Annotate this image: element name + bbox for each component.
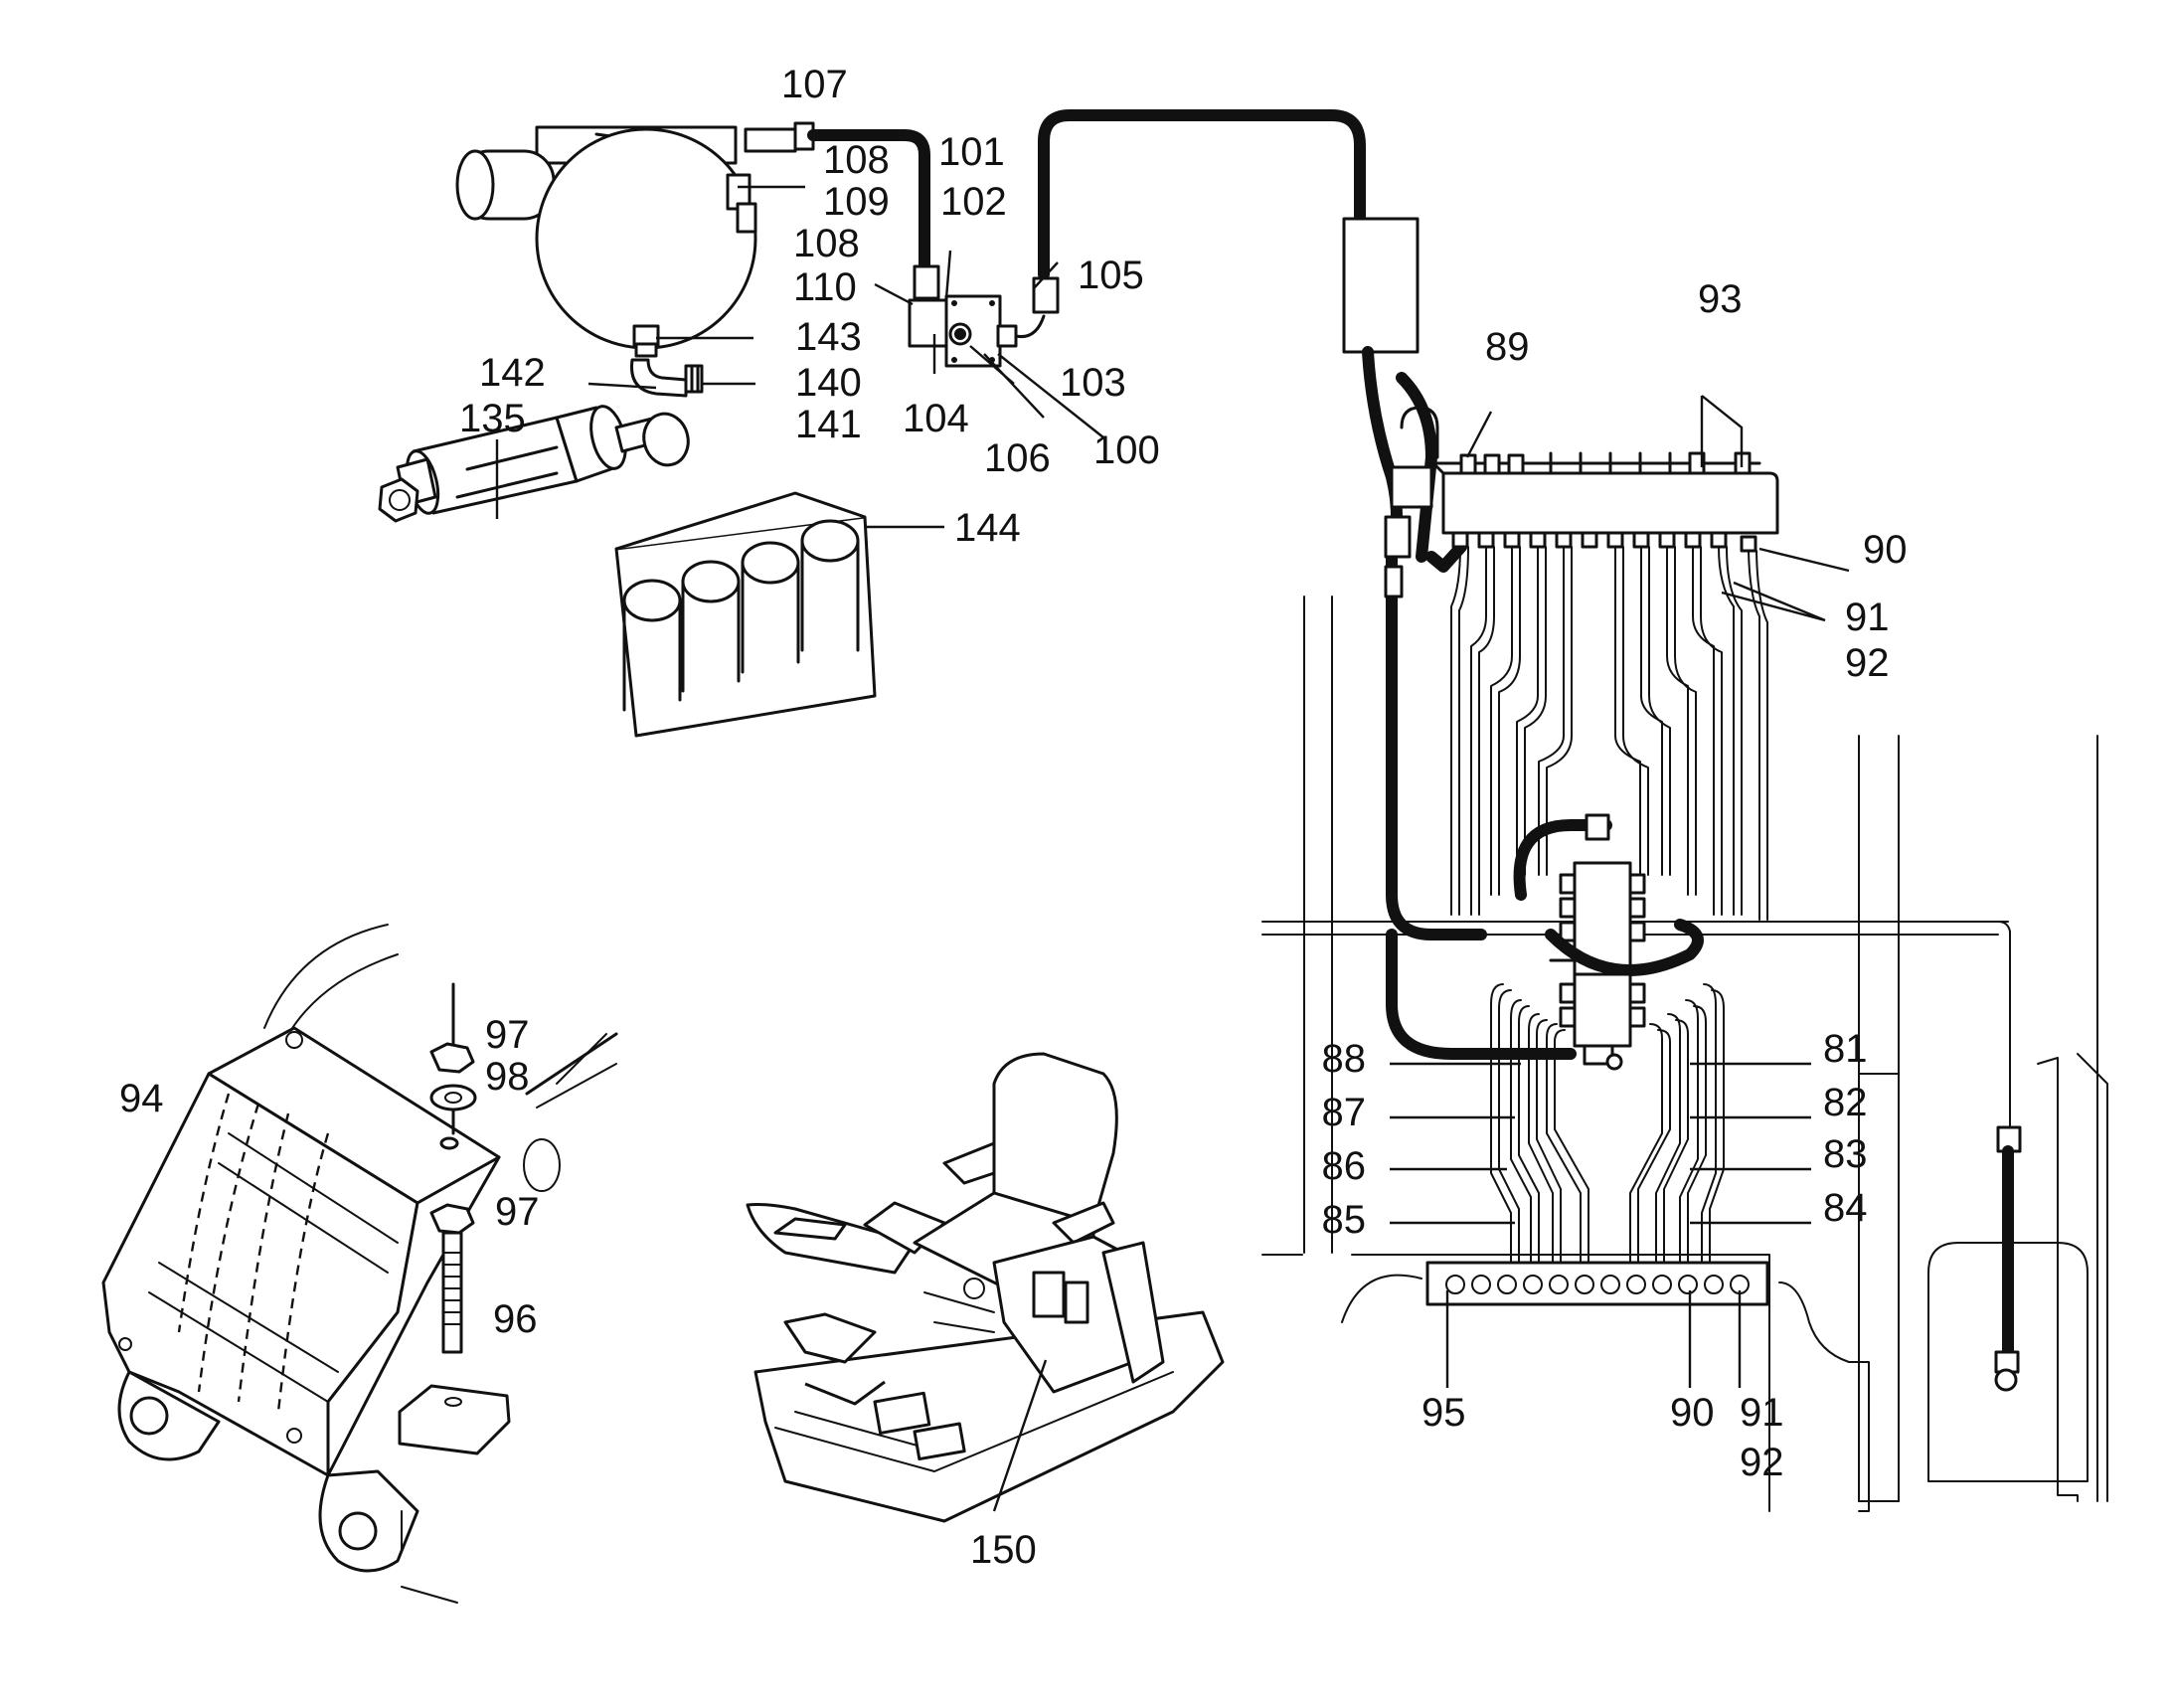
cylinder-135: [378, 405, 690, 523]
accumulator-assembly: [455, 121, 815, 398]
manifold-upper: [1431, 451, 1779, 553]
manifold-fittings-bottom: [1451, 531, 1757, 553]
control-unit: [1342, 217, 1577, 1060]
callout-96: 96: [493, 1297, 538, 1341]
callout-91: 91: [1740, 1391, 1784, 1435]
callout-98: 98: [485, 1055, 530, 1099]
callout-92: 92: [1845, 641, 1890, 685]
callout-86: 86: [1322, 1144, 1367, 1188]
callout-143: 143: [795, 315, 862, 359]
callout-92: 92: [1740, 1441, 1784, 1484]
callout-81: 81: [1823, 1027, 1868, 1071]
callout-142: 142: [479, 351, 546, 395]
bracket-94: [101, 924, 618, 1604]
callout-108: 108: [793, 222, 860, 265]
callout-150: 150: [970, 1528, 1037, 1572]
callout-101: 101: [938, 130, 1005, 174]
callout-108: 108: [823, 138, 890, 182]
bolt-assembly: [398, 982, 561, 1455]
operator-seat-150: [746, 1052, 1225, 1523]
callout-97: 97: [485, 1013, 530, 1057]
callout-144: 144: [954, 506, 1021, 550]
callout-97: 97: [495, 1190, 540, 1234]
callout-90: 90: [1670, 1391, 1715, 1435]
callout-87: 87: [1322, 1091, 1367, 1134]
callout-135: 135: [459, 397, 526, 440]
callout-106: 106: [984, 436, 1051, 480]
callout-94: 94: [119, 1077, 164, 1120]
battery-pack-144: [614, 491, 877, 738]
callouts: 107 108 101 109 102 108 110 105 143 142 …: [119, 63, 1908, 1572]
callout-90: 90: [1863, 528, 1908, 572]
callout-91: 91: [1845, 596, 1890, 639]
leader-lines: [495, 185, 1850, 1512]
callout-105: 105: [1078, 254, 1144, 297]
callout-109: 109: [823, 180, 890, 224]
callout-85: 85: [1322, 1198, 1367, 1242]
callout-103: 103: [1060, 361, 1126, 405]
callout-93: 93: [1698, 277, 1743, 321]
callout-88: 88: [1322, 1037, 1367, 1081]
callout-110: 110: [793, 265, 857, 309]
manifold-lower: [1425, 1261, 1769, 1306]
callout-107: 107: [781, 63, 848, 106]
hydraulic-hoses: [807, 109, 1366, 314]
tube-bundle-upper: [1450, 546, 1768, 921]
callout-84: 84: [1823, 1186, 1868, 1230]
callout-141: 141: [795, 403, 862, 446]
callout-95: 95: [1421, 1391, 1466, 1435]
callout-89: 89: [1485, 325, 1530, 369]
machine-frame: [1261, 596, 2108, 1512]
callout-83: 83: [1823, 1132, 1868, 1176]
callout-140: 140: [795, 361, 862, 405]
tube-bundle-lower: [1490, 983, 1725, 1278]
callout-104: 104: [903, 397, 969, 440]
valve-stack: [1513, 813, 1704, 1071]
valve-block: [908, 294, 1046, 368]
callout-82: 82: [1823, 1081, 1868, 1124]
callout-102: 102: [940, 180, 1007, 224]
callout-100: 100: [1093, 428, 1160, 472]
